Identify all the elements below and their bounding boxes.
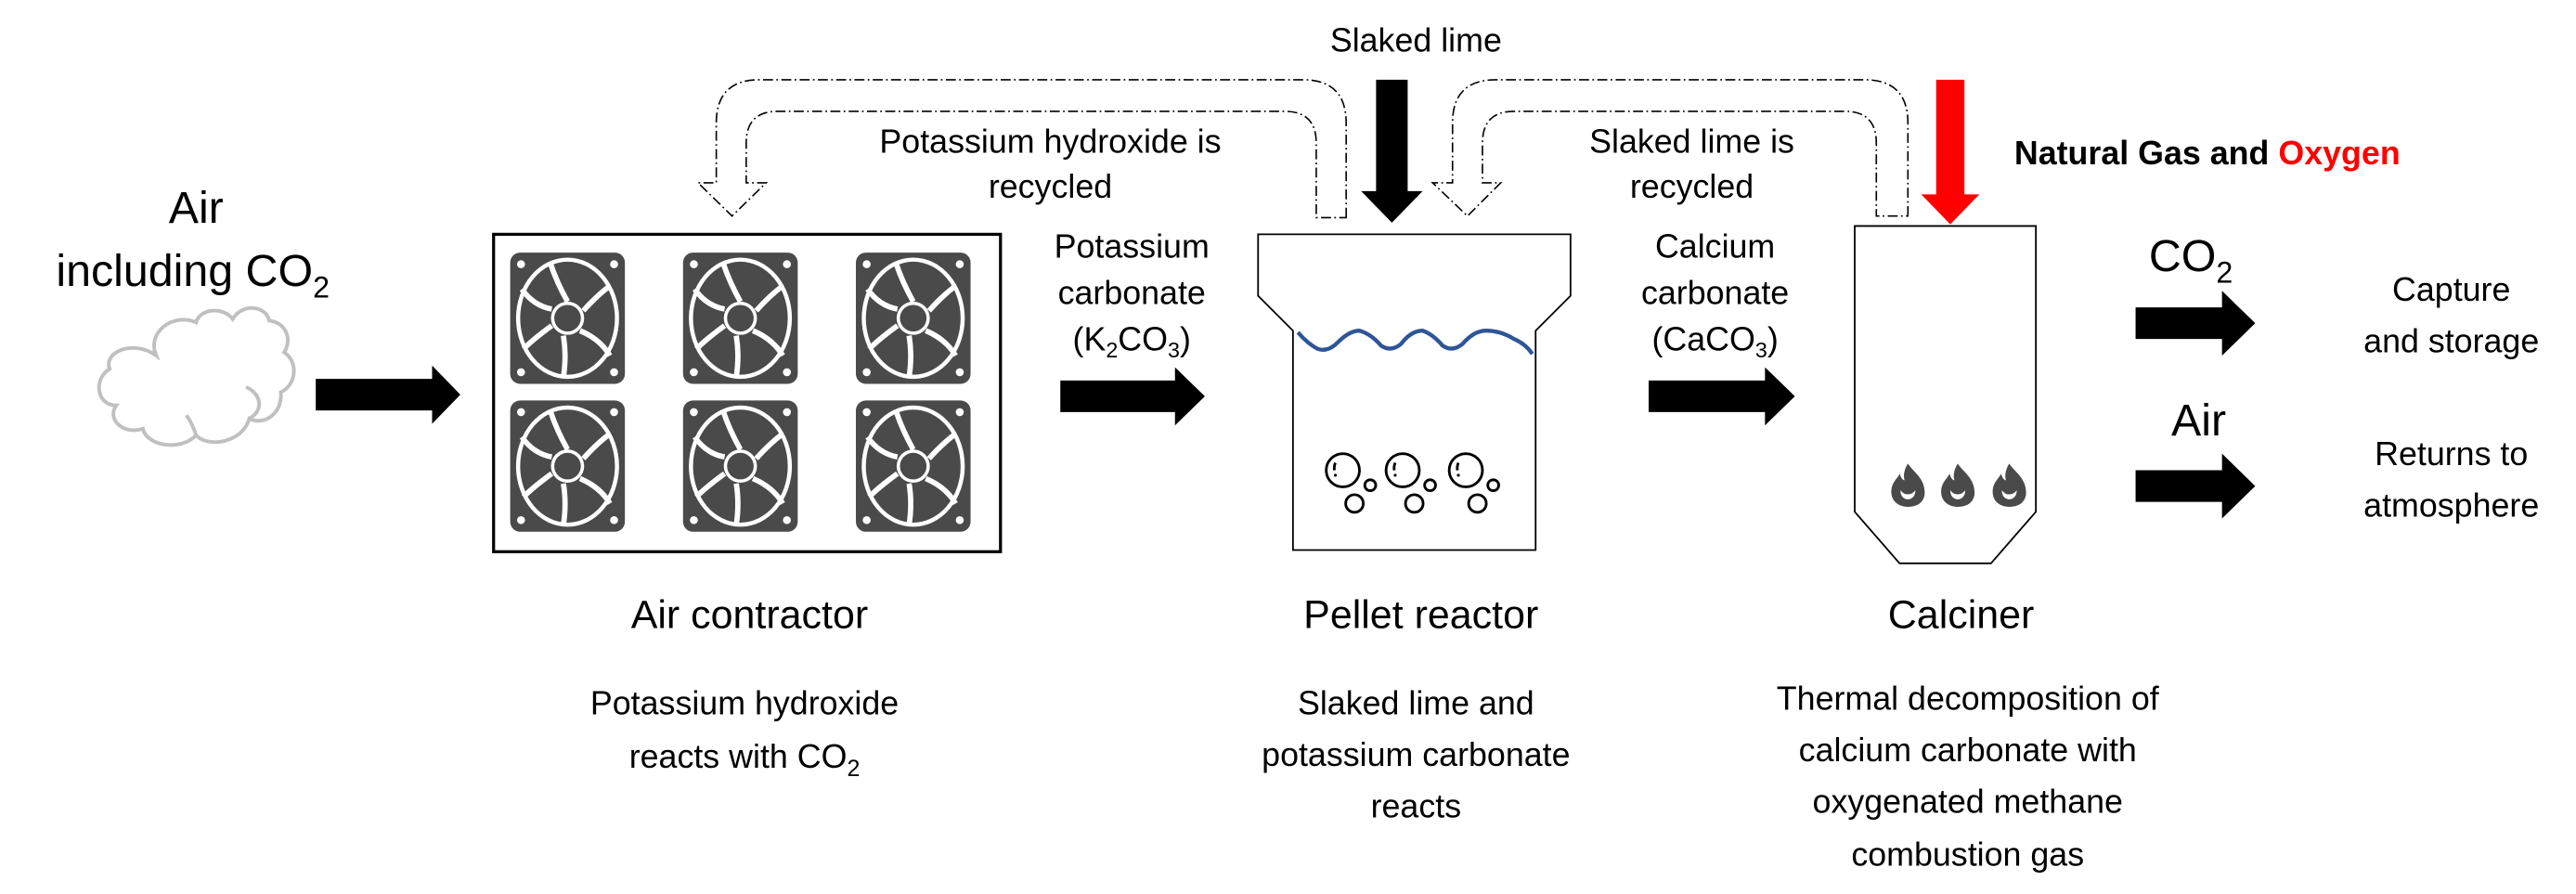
recycle-label-2-line1: Slaked lime is	[1589, 123, 1794, 161]
unit-desc-calciner-line2: calcium carbonate with	[1799, 732, 2137, 769]
arrow-to-pellet-reactor	[1060, 367, 1205, 426]
unit-desc-pellet-reactor-line1: Slaked lime and	[1298, 685, 1534, 722]
flow-calcium-carbonate: Calcium carbonate (CaCO3)	[1641, 227, 1795, 426]
k2co3-label-line2: carbonate	[1058, 275, 1206, 312]
unit-desc-calciner-line4: combustion gas	[1851, 836, 2084, 874]
output-co2: CO2 Capture and storage	[2135, 231, 2539, 359]
calciner-vessel	[1854, 225, 2038, 564]
air-label-line1: Air	[169, 183, 224, 233]
slaked-lime-input: Slaked lime	[1330, 21, 1502, 223]
calciner-unit: Calciner Thermal decomposition of calciu…	[1777, 225, 2159, 874]
fan-icon	[511, 253, 626, 383]
recycle-arrow-potassium-hydroxide: Potassium hydroxide is recycled	[695, 79, 1347, 219]
unit-desc-air-contactor-line2: reacts with CO2	[629, 738, 861, 782]
recycle-label-1-line2: recycled	[989, 168, 1112, 205]
air-label-line2: including CO2	[56, 246, 330, 304]
output-co2-dest-line2: and storage	[2363, 322, 2539, 359]
arrow-air-out	[2135, 453, 2256, 519]
output-air-dest-line2: atmosphere	[2363, 487, 2539, 525]
flow-potassium-carbonate: Potassium carbonate (K2CO3)	[1055, 227, 1210, 426]
recycle-arrow-slaked-lime: Slaked lime is recycled	[1430, 79, 1909, 217]
unit-name-pellet-reactor: Pellet reactor	[1303, 593, 1538, 638]
fan-icon	[856, 253, 971, 383]
fan-icon	[856, 400, 971, 531]
unit-name-calciner: Calciner	[1888, 593, 2035, 638]
slaked-lime-label: Slaked lime	[1330, 21, 1502, 58]
arrow-air-to-contactor	[316, 365, 460, 424]
pellet-reactor-unit: Pellet reactor Slaked lime and potassium…	[1257, 233, 1572, 825]
output-air-dest-line1: Returns to	[2375, 435, 2528, 473]
fan-icon	[683, 400, 798, 531]
liquid-wave	[1296, 329, 1534, 356]
cloud-icon	[97, 305, 296, 447]
unit-desc-air-contactor-line1: Potassium hydroxide	[590, 685, 899, 722]
unit-desc-pellet-reactor-line3: reacts	[1371, 788, 1461, 825]
caco3-formula: (CaCO3)	[1651, 321, 1778, 362]
recycle-label-1-line1: Potassium hydroxide is	[879, 123, 1221, 161]
unit-name-air-contactor: Air contractor	[631, 593, 868, 638]
natural-gas-oxygen-input: Natural Gas and Oxygen	[1921, 79, 2401, 225]
output-air-label: Air	[2171, 395, 2226, 446]
output-co2-label: CO2	[2149, 231, 2233, 290]
arrow-co2-out	[2135, 291, 2256, 356]
air-input: Air including CO2	[56, 183, 330, 447]
pellet-reactor-vessel	[1257, 233, 1572, 551]
fan-icon	[511, 400, 626, 531]
k2co3-label-line1: Potassium	[1055, 227, 1210, 265]
output-air: Air Returns to atmosphere	[2135, 395, 2539, 525]
unit-desc-calciner-line3: oxygenated methane	[1813, 783, 2123, 820]
arrow-to-calciner	[1649, 367, 1795, 426]
air-contactor-unit: Air contractor Potassium hydroxide react…	[492, 232, 1003, 782]
arrow-natural-gas-down	[1921, 79, 1980, 225]
output-co2-dest-line1: Capture	[2392, 271, 2510, 308]
k2co3-formula: (K2CO3)	[1073, 321, 1191, 362]
natural-gas-label: Natural Gas and Oxygen	[2014, 135, 2401, 172]
unit-desc-pellet-reactor-line2: potassium carbonate	[1262, 736, 1570, 773]
unit-desc-calciner-line1: Thermal decomposition of	[1777, 680, 2159, 717]
fan-icon	[683, 253, 798, 383]
caco3-label-line2: carbonate	[1641, 275, 1789, 312]
recycle-label-2-line2: recycled	[1630, 168, 1754, 205]
arrow-slaked-lime-down	[1361, 79, 1423, 223]
caco3-label-line1: Calcium	[1655, 227, 1775, 265]
